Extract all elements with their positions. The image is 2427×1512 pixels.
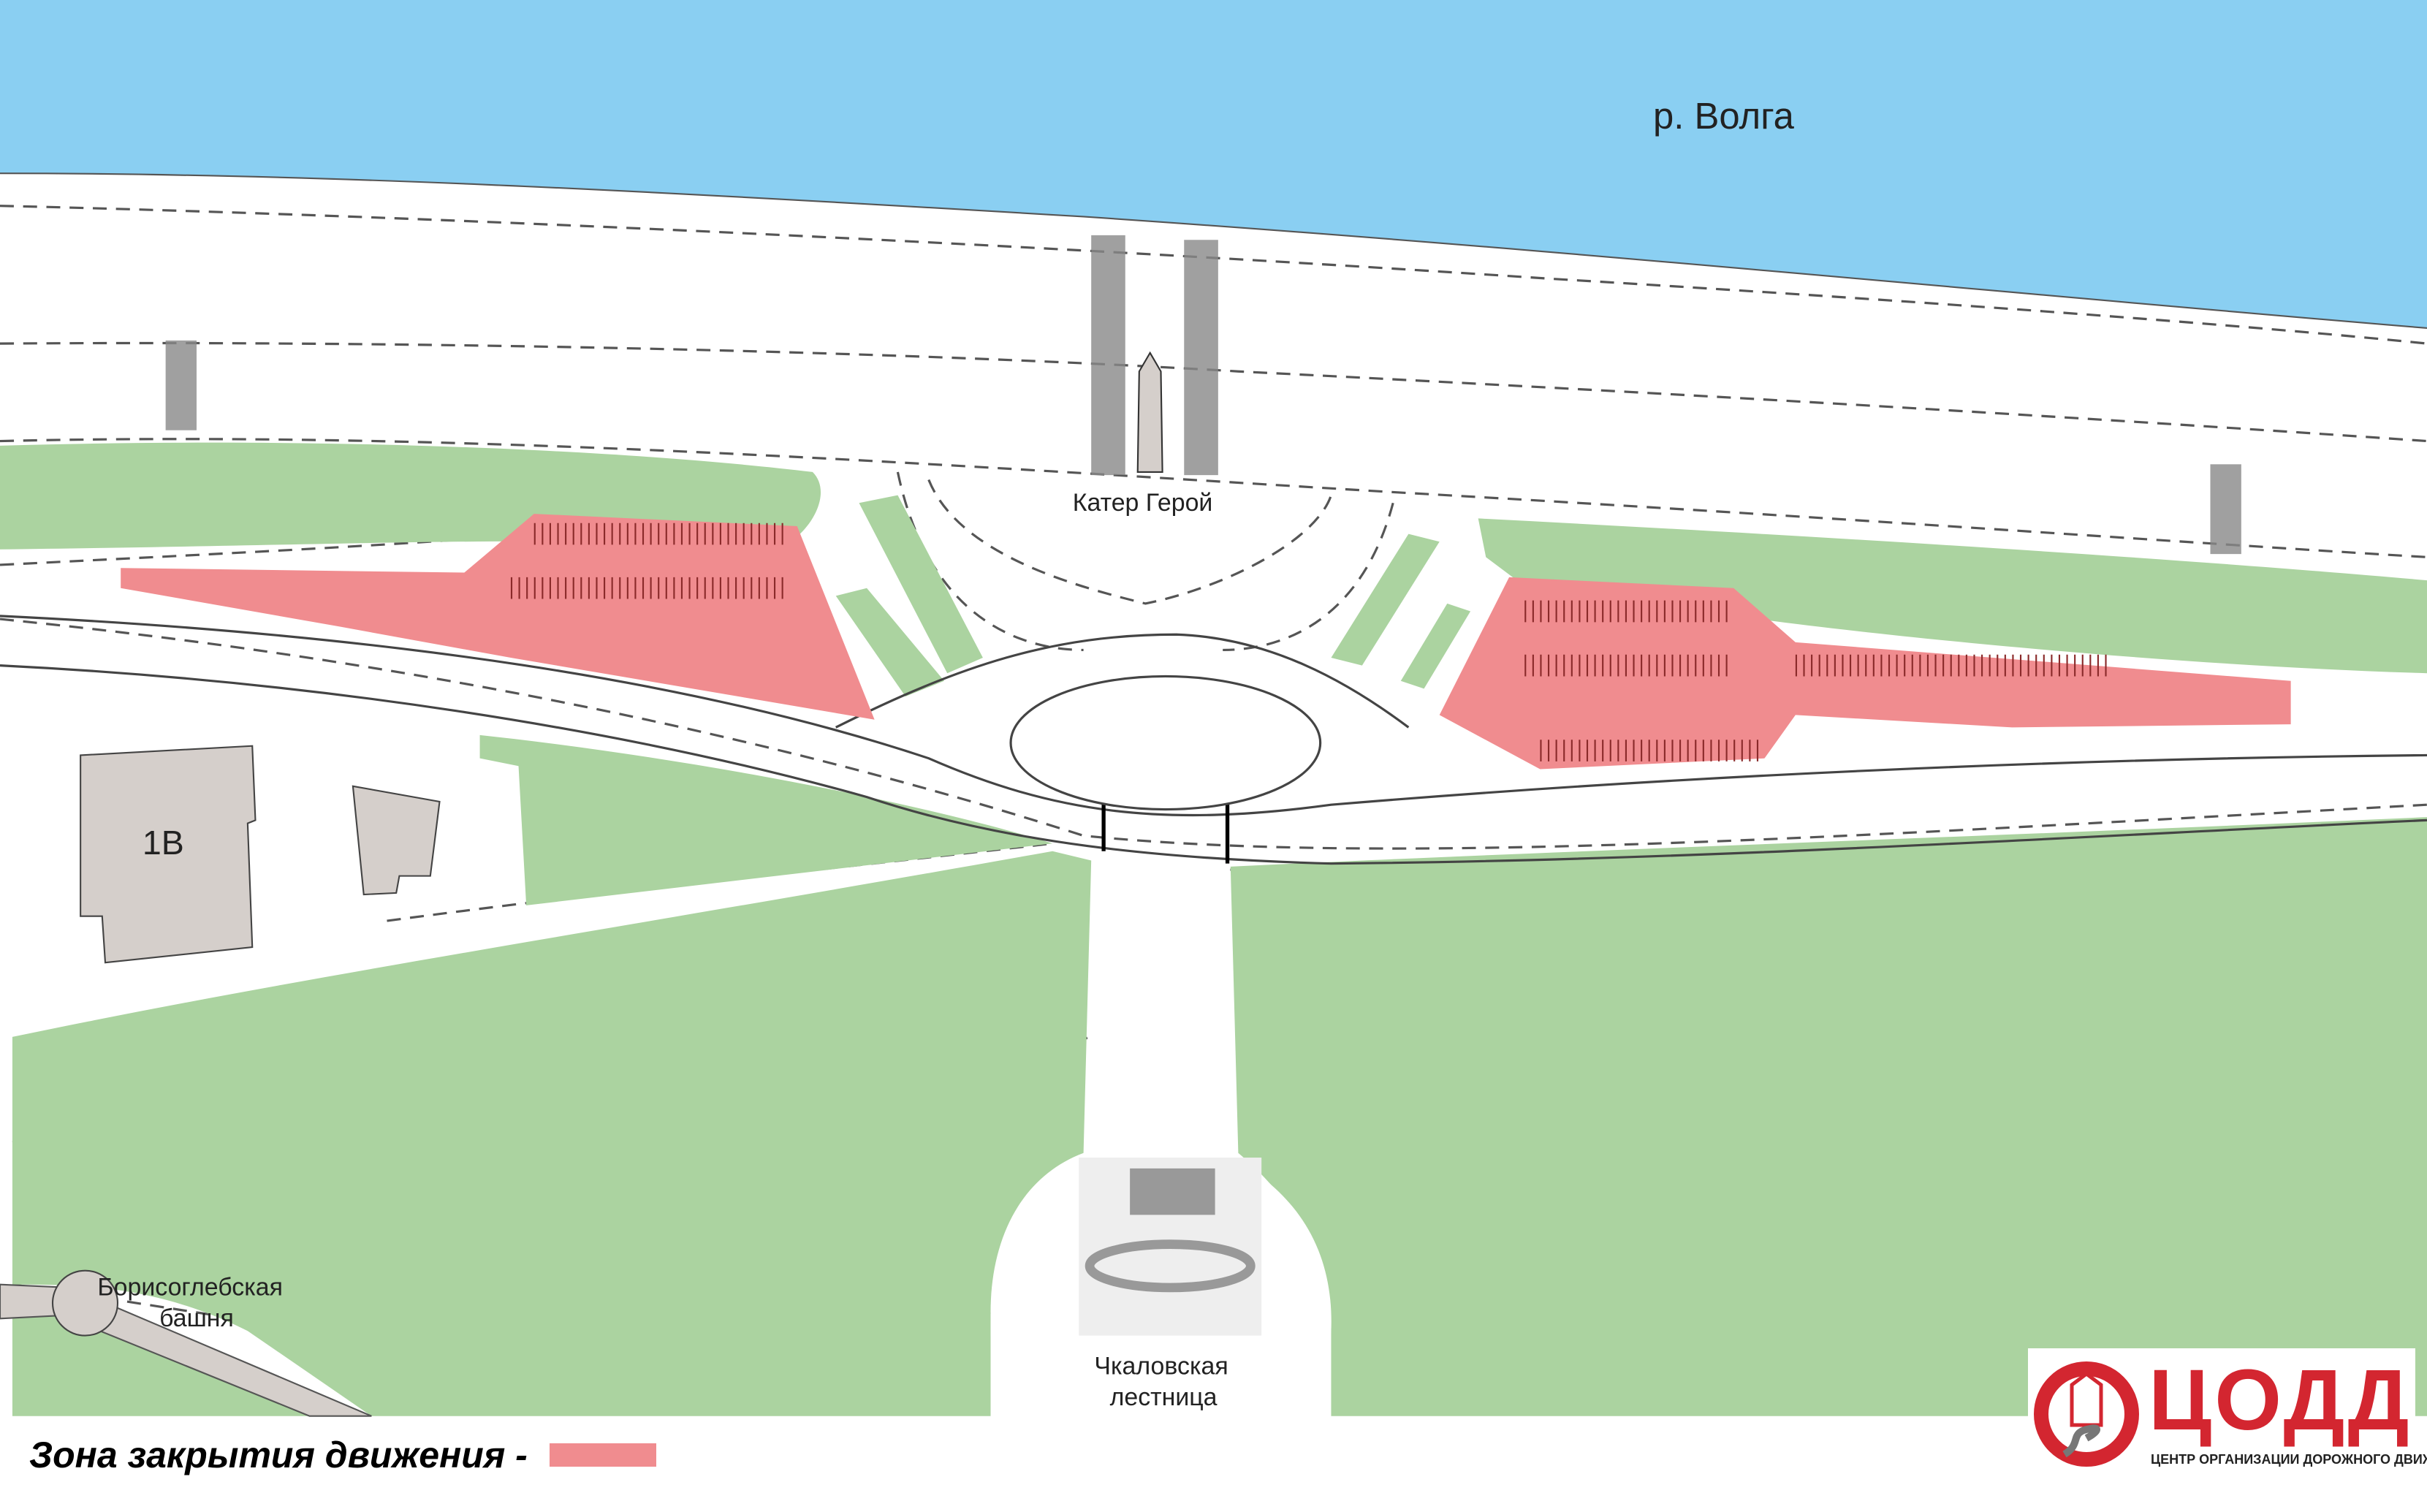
building-label: 1В <box>143 824 184 862</box>
closure-zone-left[interactable] <box>121 514 875 720</box>
embankment-edge <box>0 172 2427 330</box>
stairs-label-2: лестница <box>1110 1383 1218 1411</box>
crosswalks <box>165 235 2241 555</box>
codd-logo: ЦОДД ЦЕНТР ОРГАНИЗАЦИИ ДОРОЖНОГО ДВИЖЕНИ… <box>2028 1348 2427 1483</box>
kater-geroy-monument[interactable] <box>1136 351 1163 473</box>
legend-text: Зона закрытия движения - <box>29 1435 528 1475</box>
volga-river <box>0 0 2427 328</box>
tower-label-2: башня <box>159 1304 234 1332</box>
stairs-label-1: Чкаловская <box>1094 1353 1228 1380</box>
codd-emblem-icon <box>2034 1361 2139 1467</box>
stairs-icon <box>1085 1168 1256 1293</box>
building-1v[interactable] <box>80 745 257 964</box>
logo-title: ЦОДД <box>2149 1352 2412 1448</box>
monument-label: Катер Герой <box>1073 489 1213 517</box>
river-label: р. Волга <box>1653 95 1795 137</box>
borisoglebskaya-tower[interactable] <box>51 1269 119 1337</box>
tower-label-1: Борисоглебская <box>97 1274 283 1302</box>
legend-closure-swatch <box>549 1443 656 1467</box>
parking-marks <box>510 523 2113 761</box>
building-small[interactable] <box>352 785 441 896</box>
roundabout[interactable] <box>1009 675 1322 811</box>
legend: Зона закрытия движения - <box>29 1434 656 1476</box>
main-road <box>0 615 2427 865</box>
logo-subtitle: ЦЕНТР ОРГАНИЗАЦИИ ДОРОЖНОГО ДВИЖЕНИЯ <box>2151 1452 2427 1467</box>
